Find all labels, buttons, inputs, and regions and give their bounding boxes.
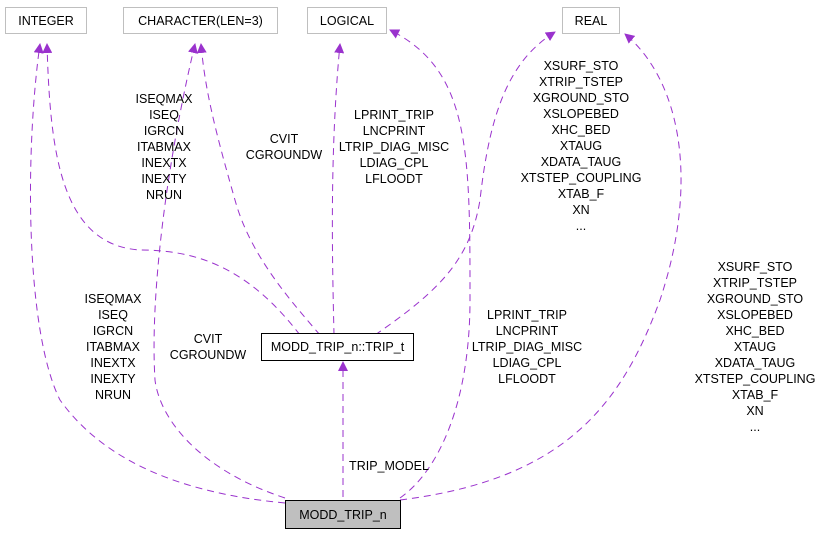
edge-main-to-logical	[389, 29, 471, 499]
label-character-from-trip-t: CVIT CGROUNDW	[246, 131, 322, 163]
edge-label-line: LNCPRINT	[362, 124, 426, 138]
edge-label-line: ISEQ	[98, 308, 128, 322]
edge-label-line: IGRCN	[92, 324, 134, 338]
node-modd-trip-n[interactable]: MODD_TRIP_n	[285, 500, 401, 529]
label-integer-from-main: ISEQMAX ISEQ IGRCN ITABMAX INEXTX INEXTY NRUN	[85, 291, 142, 403]
edge-label-line: LFLOODT	[365, 172, 423, 186]
edge-label-line: NRUN	[145, 188, 183, 202]
label-logical-from-trip-t: LPRINT_TRIP LNCPRINT LTRIP_DIAG_MISC LDIAG_…	[339, 107, 449, 187]
edge-label-line: LTRIP_DIAG_MISC	[471, 340, 583, 354]
edge-label-line: XTSTEP_COUPLING	[520, 171, 642, 185]
edge-label-line: XTAB_F	[731, 388, 779, 402]
label-character-from-main: CVIT CGROUNDW	[170, 331, 246, 363]
edge-label-line: ISEQMAX	[135, 92, 193, 106]
label-logical-from-main: LPRINT_TRIP LNCPRINT LTRIP_DIAG_MISC LDIAG_…	[472, 307, 582, 387]
node-integer[interactable]: INTEGER	[5, 7, 87, 34]
edge-label-line: XTRIP_TSTEP	[538, 75, 624, 89]
edge-label-line: LTRIP_DIAG_MISC	[338, 140, 450, 154]
edge-label-line: XSURF_STO	[543, 59, 619, 73]
edge-main-to-integer	[29, 43, 286, 504]
edge-label-line: ...	[575, 219, 587, 233]
edge-trip-t-to-character	[196, 43, 321, 336]
edge-label-line: XSURF_STO	[717, 260, 793, 274]
edge-label-line: XTRIP_TSTEP	[712, 276, 798, 290]
node-integer-label: INTEGER	[18, 13, 74, 28]
edge-label-line: XHC_BED	[725, 324, 785, 338]
edge-label-line: XTAUG	[559, 139, 603, 153]
edge-main-to-character	[153, 43, 286, 499]
edge-trip-t-to-integer	[42, 43, 301, 336]
edge-main-to-real	[399, 33, 682, 501]
node-modd-trip-n-label: MODD_TRIP_n	[299, 507, 387, 522]
edge-trip-t-to-logical	[331, 43, 345, 336]
edge-label-line: ISEQMAX	[84, 292, 142, 306]
edge-label-line: XGROUND_STO	[706, 292, 804, 306]
label-trip-model: TRIP_MODEL	[349, 459, 429, 473]
edge-label-line: NRUN	[94, 388, 132, 402]
node-real-label: REAL	[574, 13, 608, 28]
edge-label-line: CVIT	[269, 132, 299, 146]
edge-trip-t-to-real	[374, 31, 556, 336]
edge-label-line: XSLOPEBED	[543, 107, 619, 121]
node-real[interactable]: REAL	[562, 7, 620, 34]
edge-label-line: XTAB_F	[557, 187, 605, 201]
edge-label-line: XHC_BED	[551, 123, 611, 137]
edge-label-line: CGROUNDW	[169, 348, 247, 362]
edge-label-line: INEXTY	[141, 172, 187, 186]
node-trip-t-label: MODD_TRIP_n::TRIP_t	[270, 340, 405, 354]
edge-label-line: XN	[572, 203, 590, 217]
label-integer-from-trip-t: ISEQMAX ISEQ IGRCN ITABMAX INEXTX INEXTY NRUN	[136, 91, 193, 203]
edge-label-line: INEXTX	[141, 156, 187, 170]
edge-label-line: ...	[749, 420, 761, 434]
node-character[interactable]: CHARACTER(LEN=3)	[123, 7, 278, 34]
label-real-from-main: XSURF_STO XTRIP_TSTEP XGROUND_STO XSLOPEBED…	[695, 259, 816, 435]
node-trip-t[interactable]: MODD_TRIP_n::TRIP_t	[261, 333, 414, 361]
edge-label-line: XTSTEP_COUPLING	[694, 372, 816, 386]
edge-label-line: INEXTY	[90, 372, 136, 386]
edge-label-line: XTAUG	[733, 340, 777, 354]
edge-label-line: LDIAG_CPL	[359, 156, 429, 170]
edge-label-line: LDIAG_CPL	[492, 356, 562, 370]
edge-label-line: ISEQ	[149, 108, 179, 122]
edge-label-line: ITABMAX	[137, 140, 191, 154]
label-real-from-trip-t: XSURF_STO XTRIP_TSTEP XGROUND_STO XSLOPEBED…	[521, 58, 642, 234]
edge-label-line: IGRCN	[143, 124, 185, 138]
edge-label-line: XGROUND_STO	[532, 91, 630, 105]
edge-label-line: CGROUNDW	[245, 148, 323, 162]
edge-label-line: CVIT	[193, 332, 223, 346]
edge-label-line: LFLOODT	[498, 372, 556, 386]
node-logical-label: LOGICAL	[319, 13, 375, 28]
edge-label-line: ITABMAX	[86, 340, 140, 354]
edge-label-line: XDATA_TAUG	[714, 356, 796, 370]
edge-label-line: XDATA_TAUG	[540, 155, 622, 169]
node-logical[interactable]: LOGICAL	[307, 7, 387, 34]
edge-label-line: XSLOPEBED	[717, 308, 793, 322]
edge-label-line: XN	[746, 404, 764, 418]
node-character-label: CHARACTER(LEN=3)	[138, 13, 263, 28]
edge-label-line: LPRINT_TRIP	[354, 108, 434, 122]
edge-label-line: INEXTX	[90, 356, 136, 370]
edge-label-line: LNCPRINT	[495, 324, 559, 338]
edge-label-line: LPRINT_TRIP	[487, 308, 567, 322]
